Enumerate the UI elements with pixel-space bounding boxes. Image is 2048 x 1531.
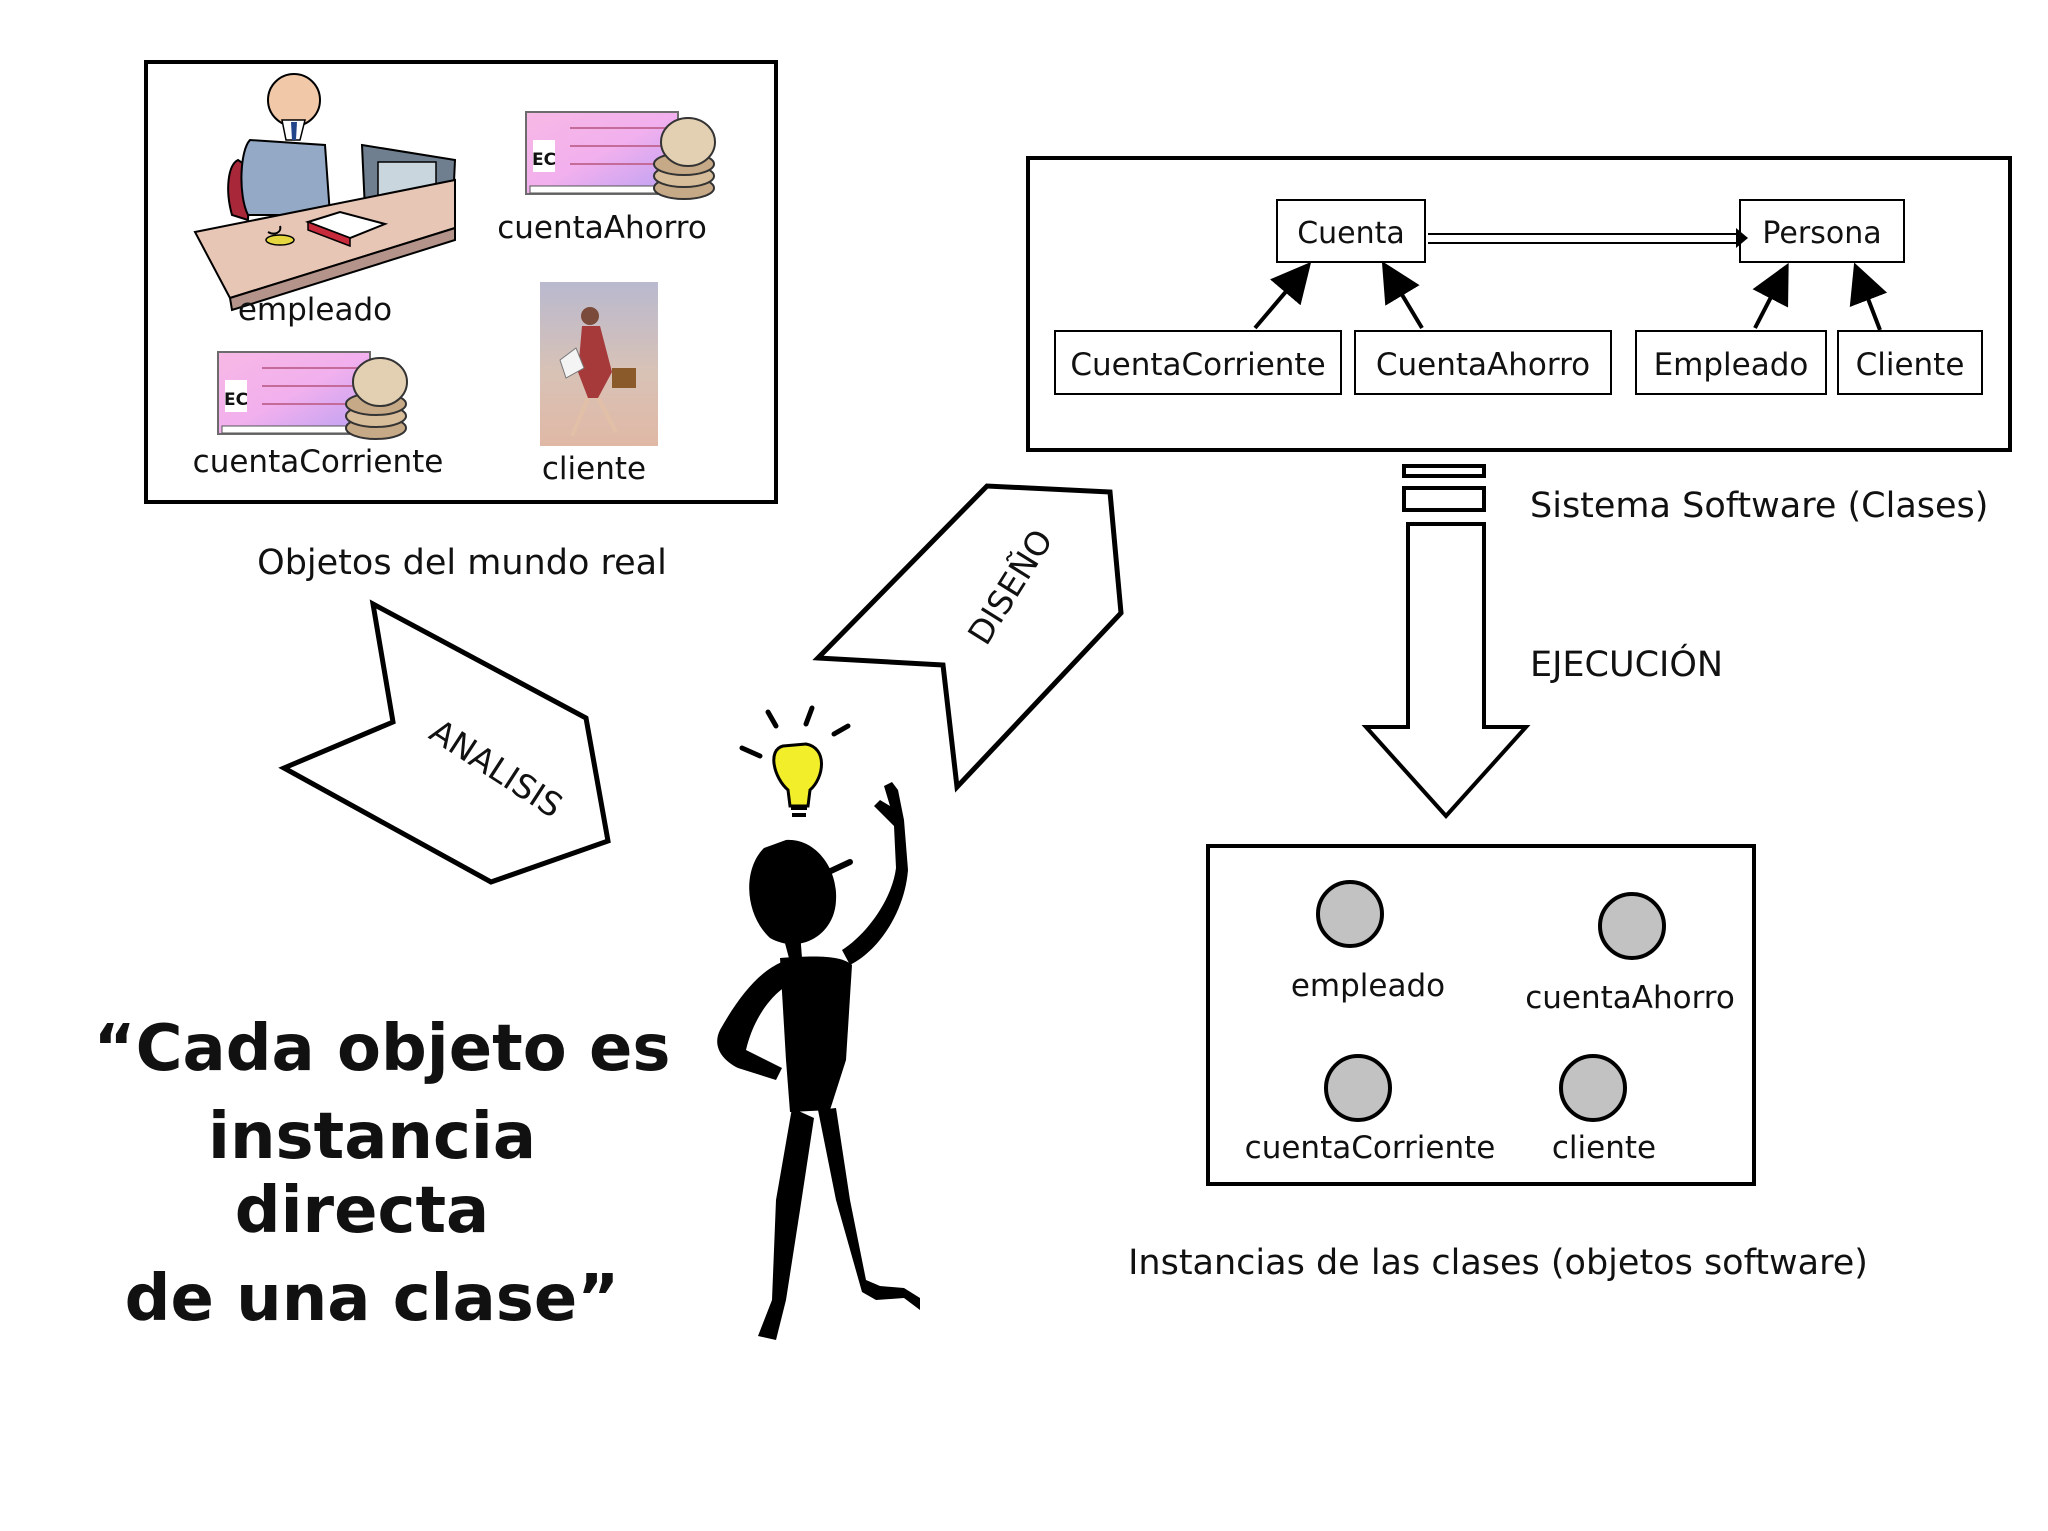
card-logo: EC [224, 390, 248, 410]
quote-line: instancia [208, 1100, 536, 1174]
instance-label: cliente [1552, 1130, 1656, 1166]
real-object-label: cuentaCorriente [193, 444, 444, 480]
real-object-label: cliente [542, 451, 646, 487]
real-world-panel: empleado EC cuentaAhorro EC [144, 60, 778, 504]
class-label: CuentaAhorro [1376, 347, 1590, 383]
execution-arrow [1361, 464, 1531, 819]
class-box-empleado [1635, 330, 1827, 395]
class-system-panel: Cuenta Persona CuentaCorriente CuentaAho… [1026, 156, 2012, 452]
instance-circle [1559, 1054, 1627, 1122]
quote-line: “Cada objeto es [94, 1012, 671, 1086]
class-label: Cuenta [1297, 216, 1405, 251]
instance-circle [1316, 880, 1384, 948]
design-arrow: DISEÑO [812, 483, 1124, 793]
analysis-arrow: ANALISIS [278, 599, 611, 885]
employee-at-desk-illustration [193, 73, 457, 312]
instance-label: cuentaCorriente [1245, 1130, 1496, 1166]
lightbulb-icon [739, 705, 851, 817]
class-box-cliente [1837, 330, 1983, 395]
checking-card-illustration: EC [217, 351, 408, 440]
class-box-cuentaahorro [1354, 330, 1612, 395]
class-label: Persona [1762, 216, 1881, 251]
class-box-cuenta [1276, 199, 1426, 263]
thinker-figure [717, 705, 920, 1340]
savings-card-illustration: EC [525, 111, 716, 200]
card-logo: EC [532, 150, 556, 170]
real-object-label: empleado [238, 292, 392, 328]
real-world-caption: Objetos del mundo real [257, 543, 667, 583]
class-label: CuentaCorriente [1070, 347, 1325, 383]
quote-line: directa [235, 1174, 489, 1248]
instance-label: cuentaAhorro [1525, 980, 1735, 1016]
class-system-caption: Sistema Software (Clases) [1530, 486, 1988, 526]
class-box-persona [1739, 199, 1905, 263]
client-photo [540, 282, 658, 446]
instance-circle [1598, 892, 1666, 960]
instances-caption: Instancias de las clases (objetos softwa… [1128, 1243, 1868, 1283]
class-label: Cliente [1856, 347, 1965, 383]
quote-line: de una clase” [125, 1262, 620, 1336]
execution-label: EJECUCIÓN [1530, 643, 1723, 685]
instances-panel: empleado cuentaAhorro cuentaCorriente cl… [1206, 844, 1756, 1186]
instance-label: empleado [1291, 968, 1445, 1004]
class-box-cuentacorriente [1054, 330, 1342, 395]
instance-circle [1324, 1054, 1392, 1122]
class-label: Empleado [1654, 347, 1809, 383]
quote-block: “Cada objeto es instancia directa de una… [94, 1012, 671, 1336]
real-object-label: cuentaAhorro [497, 210, 707, 246]
